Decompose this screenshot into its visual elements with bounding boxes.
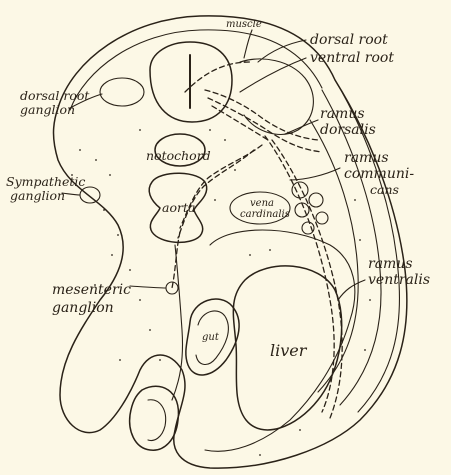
label-liver: liver (270, 341, 308, 360)
label-gut: gut (202, 332, 220, 343)
label-muscle: muscle (226, 19, 262, 30)
label-ramus-dorsalis-2: dorsalis (320, 122, 376, 138)
label-mesenteric-ganglion-1: mesenteric (52, 282, 131, 298)
label-ramus-communicans-1: ramus (344, 150, 389, 166)
label-dorsal-root-ganglion-1: dorsal root (20, 88, 90, 103)
dorsal-root-ganglion (100, 78, 144, 106)
label-ramus-ventralis-1: ramus (368, 256, 413, 272)
label-dorsal-root: dorsal root (310, 32, 388, 48)
label-vena-cardinalis-2: cardinalis (240, 209, 290, 220)
label-ramus-dorsalis-1: ramus (320, 106, 365, 122)
label-ventral-root: ventral root (310, 50, 394, 66)
muscle-mass (240, 59, 313, 134)
label-dorsal-root-ganglion-2: ganglion (20, 102, 75, 117)
label-aorta: aorta (162, 200, 195, 215)
label-ramus-ventralis-2: ventralis (368, 272, 430, 288)
body-outline (54, 16, 407, 468)
label-sympathetic-ganglion-1: Sympathetic (6, 174, 85, 189)
lower-gut-lining (148, 400, 166, 441)
label-sympathetic-ganglion-2: ganglion (10, 188, 65, 203)
label-mesenteric-ganglion-2: ganglion (52, 300, 114, 316)
label-ramus-communicans-3: cans (370, 182, 399, 197)
label-vena-cardinalis-1: vena (250, 198, 274, 209)
label-notochord: notochord (146, 148, 211, 163)
label-ramus-communicans-2: communi- (344, 166, 414, 182)
mesentery (172, 245, 183, 400)
sympathetic-ganglion (80, 187, 100, 203)
nerve-paths (172, 62, 342, 418)
